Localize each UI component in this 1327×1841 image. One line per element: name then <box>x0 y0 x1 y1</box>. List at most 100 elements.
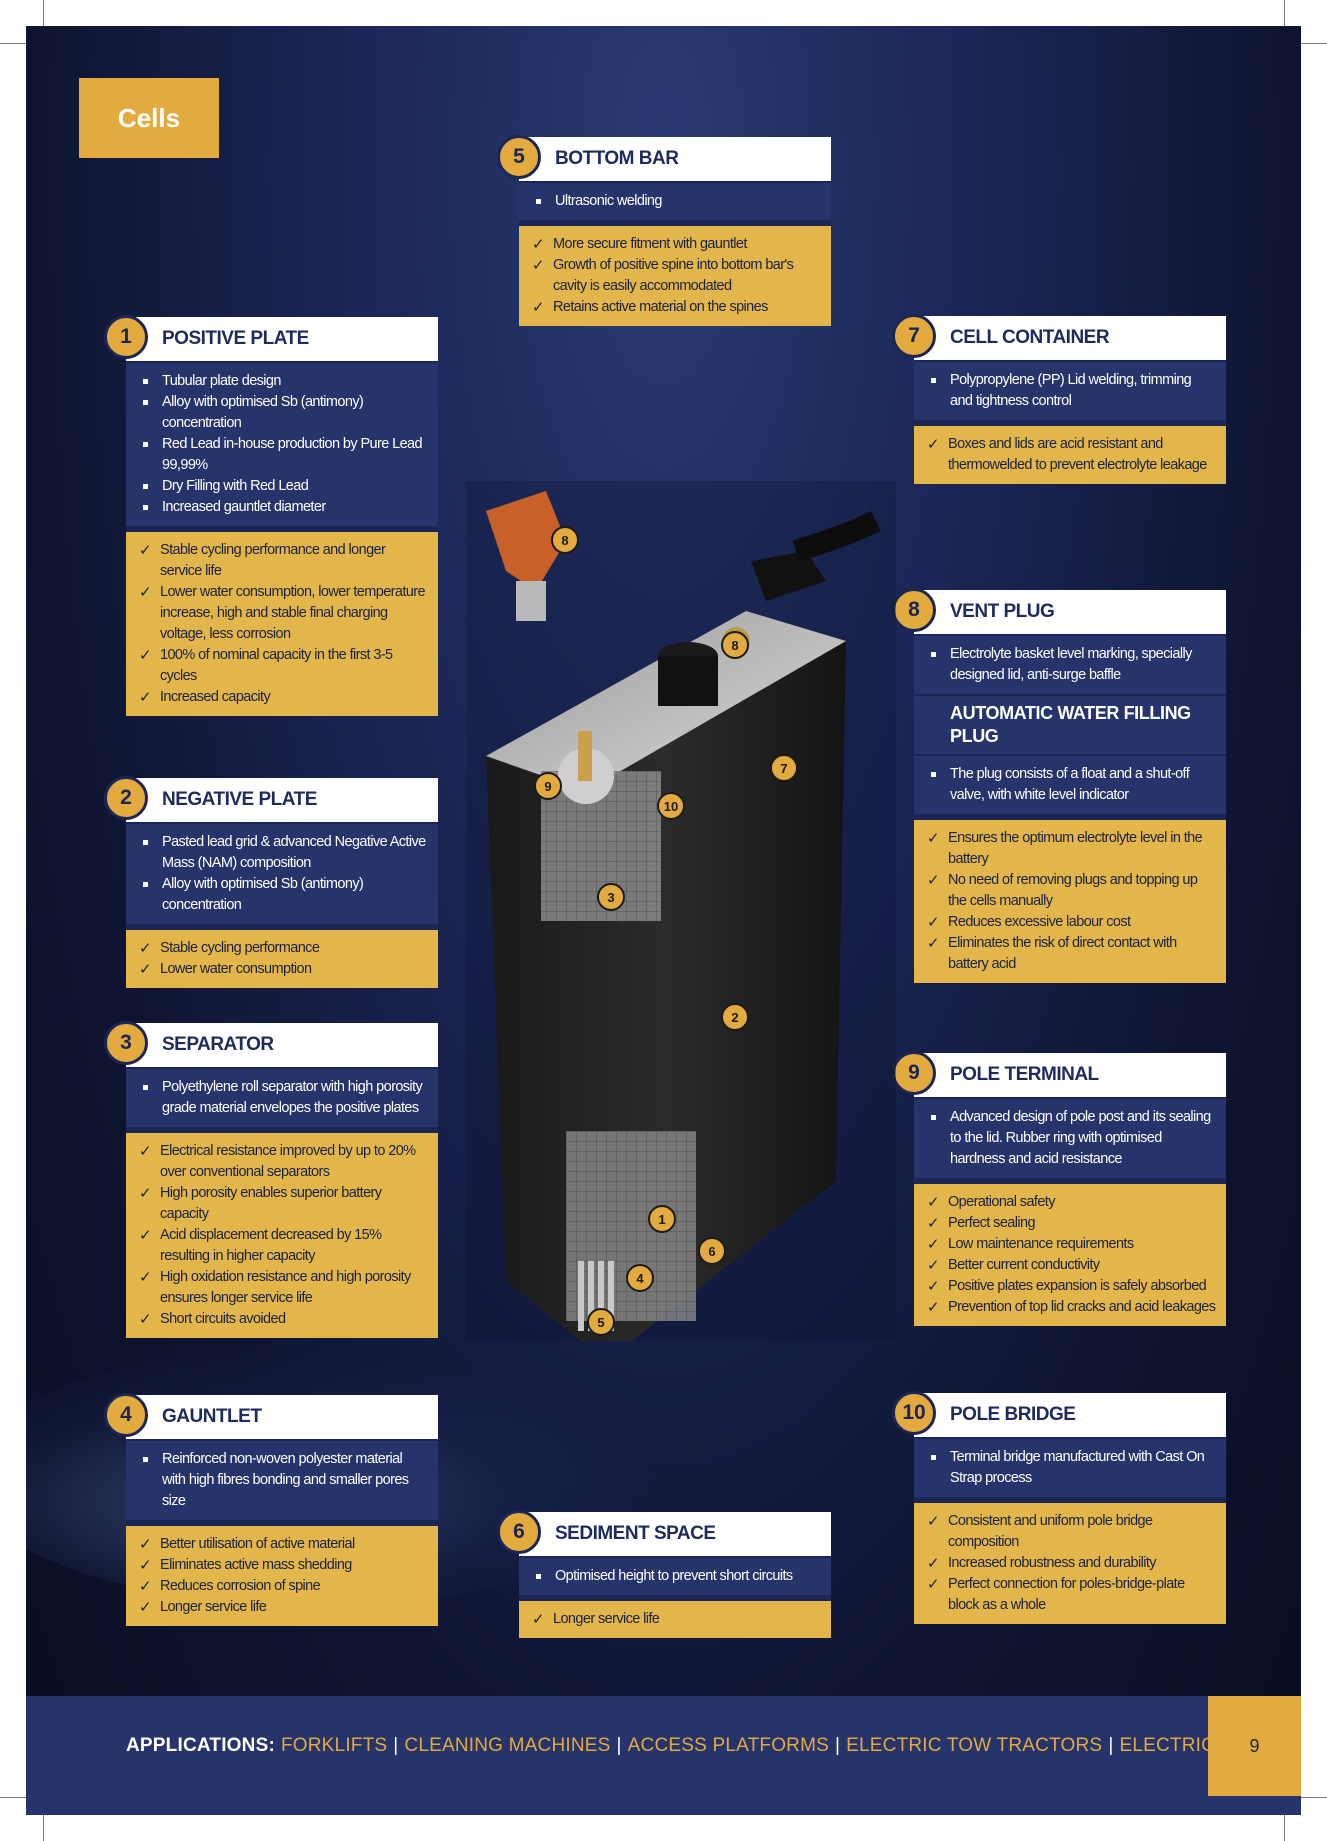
benefits-list: More secure fitment with gauntletGrowth … <box>519 220 831 326</box>
panel-header: 10 POLE BRIDGE <box>892 1391 1226 1437</box>
benefits-list: Longer service life <box>519 1595 831 1638</box>
list-item: Electrolyte basket level marking, specia… <box>928 644 1216 686</box>
callout-marker: 5 <box>587 1308 615 1336</box>
list-item: Advanced design of pole post and its sea… <box>928 1107 1216 1170</box>
panel-pole-bridge: 10 POLE BRIDGE Terminal bridge manufactu… <box>892 1391 1226 1624</box>
panel-header: 9 POLE TERMINAL <box>892 1051 1226 1097</box>
list-item: High oxidation resistance and high poros… <box>138 1267 430 1309</box>
bullet-list: Terminal bridge manufactured with Cast O… <box>928 1447 1216 1489</box>
connector-head <box>751 551 826 601</box>
battery-cell-drawing <box>466 481 896 1361</box>
list-item: Electrical resistance improved by up to … <box>138 1141 430 1183</box>
panel-header: 3 SEPARATOR <box>104 1021 438 1067</box>
panel-number-badge: 10 <box>892 1391 936 1435</box>
panel-gauntlet: 4 GAUNTLET Reinforced non-woven polyeste… <box>104 1393 438 1626</box>
separator: | <box>393 1735 399 1756</box>
panel-separator: 3 SEPARATOR Polyethylene roll separator … <box>104 1021 438 1338</box>
panel-header: 5 BOTTOM BAR <box>497 135 831 181</box>
list-item: Growth of positive spine into bottom bar… <box>531 255 823 297</box>
list-item: Lower water consumption <box>138 959 430 980</box>
bullet-list: Boxes and lids are acid resistant and th… <box>926 434 1218 476</box>
crop-mark <box>1299 1797 1327 1798</box>
list-item: Longer service life <box>138 1597 430 1618</box>
panel-header: 8 VENT PLUG <box>892 588 1226 634</box>
separator: | <box>1108 1735 1114 1756</box>
list-item: Reduces corrosion of spine <box>138 1576 430 1597</box>
features-list: Electrolyte basket level marking, specia… <box>914 634 1226 694</box>
bullet-list: Ultrasonic welding <box>533 191 821 212</box>
vent-plug-body <box>658 656 718 706</box>
list-item: Reinforced non-woven polyester material … <box>140 1449 428 1512</box>
bullet-list: Stable cycling performanceLower water co… <box>138 938 430 980</box>
bullet-list: Electrolyte basket level marking, specia… <box>928 644 1216 686</box>
callout-marker: 7 <box>770 754 798 782</box>
connector-cable <box>792 511 881 562</box>
features-list: Pasted lead grid & advanced Negative Act… <box>126 822 438 924</box>
bullet-list: Operational safetyPerfect sealingLow mai… <box>926 1192 1218 1318</box>
panel-number-badge: 9 <box>892 1051 936 1095</box>
terminal-bolt <box>578 731 592 781</box>
bullet-list: Consistent and uniform pole bridge compo… <box>926 1511 1218 1616</box>
list-item: Lower water consumption, lower temperatu… <box>138 582 430 645</box>
footer-bar: APPLICATIONS: FORKLIFTS | CLEANING MACHI… <box>26 1696 1301 1815</box>
callout-marker: 8 <box>551 526 579 554</box>
bullet-list: Better utilisation of active materialEli… <box>138 1534 430 1618</box>
callout-marker: 6 <box>698 1237 726 1265</box>
panel-title: NEGATIVE PLATE <box>162 789 317 810</box>
panel-pole-terminal: 9 POLE TERMINAL Advanced design of pole … <box>892 1051 1226 1326</box>
application-item: FORKLIFTS <box>280 1735 388 1756</box>
features-list: Polypropylene (PP) Lid welding, trimming… <box>914 360 1226 420</box>
list-item: Perfect connection for poles-bridge-plat… <box>926 1574 1218 1616</box>
features-list: Optimised height to prevent short circui… <box>519 1556 831 1595</box>
list-item: Better utilisation of active material <box>138 1534 430 1555</box>
panel-title: SEDIMENT SPACE <box>555 1523 716 1544</box>
callout-marker: 1 <box>648 1205 676 1233</box>
panel-number-badge: 8 <box>892 588 936 632</box>
list-item: Retains active material on the spines <box>531 297 823 318</box>
section-tag: Cells <box>79 78 219 158</box>
bullet-list: Longer service life <box>531 1609 823 1630</box>
panel-header: 2 NEGATIVE PLATE <box>104 776 438 822</box>
list-item: Increased robustness and durability <box>926 1553 1218 1574</box>
list-item: Better current conductivity <box>926 1255 1218 1276</box>
bullet-list: Reinforced non-woven polyester material … <box>140 1449 428 1512</box>
panel-header: 6 SEDIMENT SPACE <box>497 1510 831 1556</box>
panel-subtitle: AUTOMATIC WATER FILLING PLUG <box>914 694 1226 754</box>
plug-stem <box>516 581 546 621</box>
bullet-list: Electrical resistance improved by up to … <box>138 1141 430 1330</box>
bullet-list: Advanced design of pole post and its sea… <box>928 1107 1216 1170</box>
list-item: Stable cycling performance <box>138 938 430 959</box>
list-item: Longer service life <box>531 1609 823 1630</box>
list-item: Positive plates expansion is safely abso… <box>926 1276 1218 1297</box>
panel-number-badge: 3 <box>104 1021 148 1065</box>
features-list: Polyethylene roll separator with high po… <box>126 1067 438 1127</box>
panel-number-badge: 1 <box>104 315 148 359</box>
list-item: Ensures the optimum electrolyte level in… <box>926 828 1218 870</box>
list-item: Consistent and uniform pole bridge compo… <box>926 1511 1218 1553</box>
crop-mark <box>1284 1813 1285 1841</box>
list-item: Polypropylene (PP) Lid welding, trimming… <box>928 370 1216 412</box>
separator: | <box>616 1735 622 1756</box>
list-item: Alloy with optimised Sb (antimony) conce… <box>140 392 428 434</box>
panel-number-badge: 6 <box>497 1510 541 1554</box>
panel-header: 7 CELL CONTAINER <box>892 314 1226 360</box>
bottom-plate-section <box>566 1131 696 1321</box>
application-item: ACCESS PLATFORMS <box>627 1735 829 1756</box>
callout-marker: 2 <box>721 1003 749 1031</box>
panel-header: 4 GAUNTLET <box>104 1393 438 1439</box>
applications-line: APPLICATIONS: FORKLIFTS | CLEANING MACHI… <box>126 1696 1301 1796</box>
crop-mark <box>43 0 44 28</box>
panel-title: BOTTOM BAR <box>555 148 679 169</box>
list-item: The plug consists of a float and a shut-… <box>928 764 1216 806</box>
benefits-list: Consistent and uniform pole bridge compo… <box>914 1497 1226 1624</box>
panel-title: VENT PLUG <box>950 601 1055 622</box>
list-item: Prevention of top lid cracks and acid le… <box>926 1297 1218 1318</box>
list-item: Operational safety <box>926 1192 1218 1213</box>
bullet-list: Pasted lead grid & advanced Negative Act… <box>140 832 428 916</box>
panel-bottom-bar: 5 BOTTOM BAR Ultrasonic welding More sec… <box>497 135 831 326</box>
application-item: ELECTRIC TOW TRACTORS <box>846 1735 1103 1756</box>
panel-title: SEPARATOR <box>162 1034 274 1055</box>
bullet-list: Polypropylene (PP) Lid welding, trimming… <box>928 370 1216 412</box>
